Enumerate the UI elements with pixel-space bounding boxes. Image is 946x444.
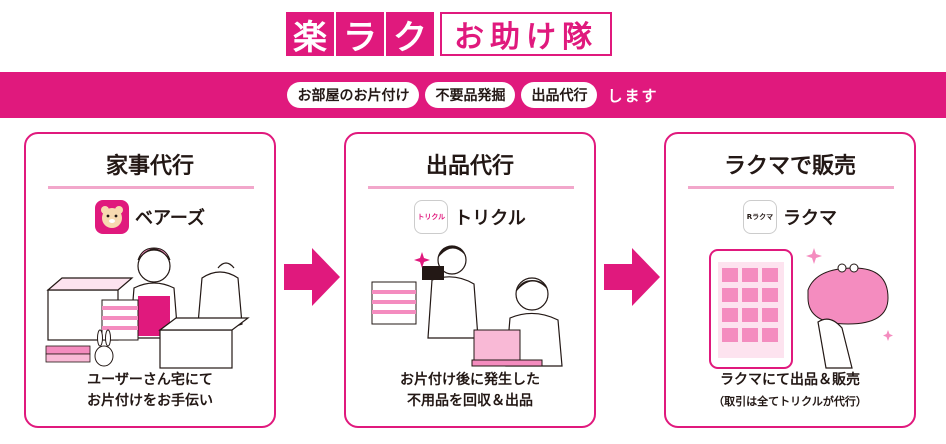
brand-name: トリクル	[454, 208, 526, 229]
desc-line-2: お片付けをお手伝い	[87, 393, 213, 409]
rakuma-illustration	[709, 248, 893, 369]
card-description: お片付け後に発生した 不用品を回収＆出品	[346, 370, 594, 412]
divider	[368, 186, 574, 189]
bear-face-icon	[100, 206, 123, 228]
title-rest: お助け隊	[440, 12, 612, 56]
brand-name: ラクマ	[783, 208, 837, 229]
brand-row: トリクル トリクル	[346, 200, 594, 234]
desc-line-1: ラクマにて出品＆販売	[720, 372, 860, 388]
rakuma-logo-icon: Rラクマ	[743, 200, 777, 234]
trickle-logo-icon: トリクル	[414, 200, 449, 234]
housekeeping-illustration	[45, 247, 250, 369]
arrow-right-icon	[604, 248, 660, 306]
service-band: お部屋のお片付け 不要品発掘 出品代行 します	[0, 72, 946, 118]
desc-line-2: 不用品を回収＆出品	[407, 393, 533, 409]
card-rakuma-sales: ラクマで販売 Rラクマ ラクマ ラクマにて出品＆販売 （取引は全てトリクルが代行…	[664, 132, 916, 428]
desc-line-1: お片付け後に発生した	[400, 372, 540, 388]
title-box-2: ラ	[336, 12, 384, 58]
band-suffix: します	[607, 86, 659, 105]
divider	[688, 186, 894, 189]
card-housekeeping: 家事代行 ベアーズ	[24, 132, 276, 428]
page-title: 楽 ラ ク お助け隊	[286, 8, 660, 60]
arrow-right-icon	[284, 248, 340, 306]
brand-row: ベアーズ	[26, 200, 274, 234]
card-title: 家事代行	[105, 154, 194, 179]
divider	[48, 186, 254, 189]
listing-illustration	[371, 245, 563, 367]
desc-line-1: ユーザーさん宅にて	[87, 372, 213, 388]
card-title: ラクマで販売	[723, 154, 856, 179]
pill-listing: 出品代行	[521, 82, 598, 108]
card-description: ラクマにて出品＆販売 （取引は全てトリクルが代行）	[666, 370, 914, 412]
card-title: 出品代行	[425, 154, 514, 179]
bears-logo-icon	[94, 200, 129, 234]
brand-name: ベアーズ	[134, 208, 206, 229]
card-description: ユーザーさん宅にて お片付けをお手伝い	[26, 370, 274, 412]
desc-line-2: （取引は全てトリクルが代行）	[713, 395, 867, 408]
pill-discovery: 不要品発掘	[425, 82, 516, 108]
title-box-3: ク	[386, 12, 434, 58]
brand-row: Rラクマ ラクマ	[666, 200, 914, 234]
pill-tidying: お部屋のお片付け	[287, 82, 420, 108]
card-listing-agency: 出品代行 トリクル トリクル お片付け後に発生した 不用品を回収＆出品	[344, 132, 596, 428]
title-box-1: 楽	[286, 12, 334, 58]
